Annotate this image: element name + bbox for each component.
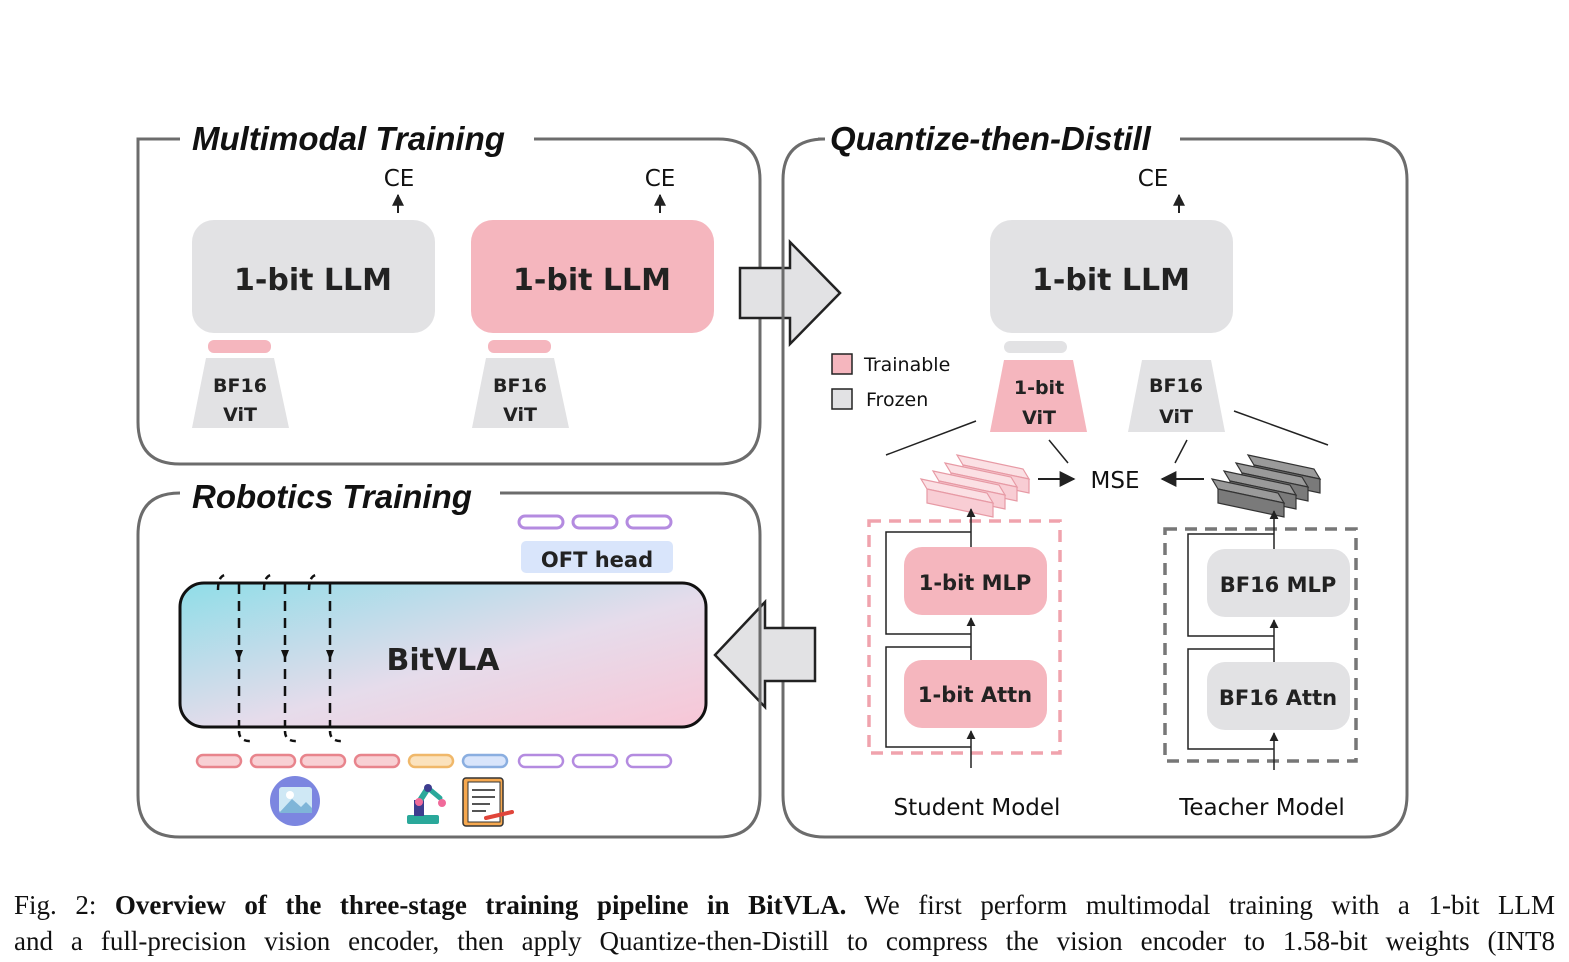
student-model-border — [867, 519, 1062, 755]
student-attn-box — [904, 660, 1047, 728]
distill-panel-border — [781, 137, 1409, 839]
action-placeholder-token — [625, 753, 673, 769]
action-token — [571, 514, 619, 530]
vit-precision-label: BF16 — [213, 375, 267, 397]
residual-connection — [885, 531, 971, 635]
legend-trainable-label: Trainable — [863, 354, 950, 376]
vit-encoder — [192, 358, 289, 428]
zoom-line — [1174, 439, 1188, 464]
student-feature-stack — [919, 454, 1031, 518]
teacher-model-border — [1163, 527, 1358, 763]
zoom-line — [1233, 410, 1329, 446]
projector-bar — [208, 340, 271, 353]
robotics-panel-title: Robotics Training — [192, 478, 472, 515]
llm-box — [471, 220, 714, 333]
image-token — [249, 753, 297, 769]
multimodal-panel-title: Multimodal Training — [192, 120, 505, 157]
robotics-panel-border — [136, 491, 762, 839]
teacher-attn-box — [1207, 662, 1350, 730]
image-icon — [270, 776, 320, 826]
multimodal-stage-b: CE 1-bit LLM BF16 ViT — [471, 166, 714, 428]
teacher-vit-label: ViT — [1159, 406, 1193, 428]
distill-panel-title: Quantize-then-Distill — [830, 120, 1152, 157]
residual-connection — [885, 646, 971, 748]
multimodal-training-panel: Multimodal Training CE 1-bit LLM BF16 Vi… — [136, 120, 762, 466]
caption-prefix: Fig. 2: — [14, 890, 115, 920]
projector-bar — [488, 340, 551, 353]
teacher-vit-encoder — [1128, 360, 1225, 432]
llm-label: 1-bit LLM — [1032, 263, 1190, 298]
stage-transition-arrow-right — [738, 238, 842, 348]
action-placeholder-token — [571, 753, 619, 769]
zoom-line — [1048, 439, 1069, 464]
bitvla-box — [178, 581, 708, 729]
llm-label: 1-bit LLM — [513, 263, 671, 298]
teacher-model: BF16 MLP BF16 Attn Teacher Model — [1163, 510, 1358, 821]
action-token — [625, 514, 673, 530]
vit-label: ViT — [503, 404, 537, 426]
teacher-attn-label: BF16 Attn — [1219, 686, 1337, 710]
stage-transition-arrow-left — [713, 598, 817, 711]
mse-label: MSE — [1091, 468, 1140, 494]
teacher-mlp-box — [1207, 549, 1350, 617]
student-mlp-box — [904, 547, 1047, 615]
ce-label: CE — [1138, 166, 1169, 192]
proprio-token — [407, 753, 455, 769]
image-token — [195, 753, 243, 769]
caption-bold: Overview of the three-stage training pip… — [114, 890, 847, 920]
teacher-vit-precision-label: BF16 — [1149, 375, 1203, 397]
training-pipeline-diagram: Multimodal Training CE 1-bit LLM BF16 Vi… — [136, 120, 1409, 839]
teacher-mlp-label: BF16 MLP — [1220, 573, 1337, 597]
multimodal-stage-a: CE 1-bit LLM BF16 ViT — [192, 166, 435, 428]
oft-head-label: OFT head — [541, 548, 653, 572]
student-vit-precision-label: 1-bit — [1014, 377, 1064, 399]
legend-frozen-label: Frozen — [866, 389, 928, 411]
residual-connection — [1187, 648, 1274, 750]
caption-line2: and a full-precision vision encoder, the… — [14, 926, 1555, 956]
vit-precision-label: BF16 — [493, 375, 547, 397]
ce-label: CE — [645, 166, 676, 192]
image-token — [299, 753, 347, 769]
image-token — [353, 753, 401, 769]
instruction-token — [461, 753, 509, 769]
vit-encoder — [472, 358, 569, 428]
multimodal-panel-border — [136, 137, 762, 466]
llm-box — [990, 220, 1233, 333]
instruction-document-icon — [462, 777, 514, 827]
legend-frozen-swatch — [831, 388, 853, 410]
robot-arm-icon — [407, 784, 446, 824]
residual-connection — [1187, 533, 1274, 637]
robotics-training-panel: Robotics Training OFT head BitVLA — [136, 478, 762, 839]
bitvla-label: BitVLA — [386, 643, 500, 678]
figure-caption: Fig. 2: Overview of the three-stage trai… — [14, 887, 1555, 959]
legend-trainable-swatch — [831, 353, 853, 375]
student-attn-label: 1-bit Attn — [918, 683, 1032, 707]
oft-head-box — [521, 541, 673, 573]
teacher-feature-stack — [1210, 454, 1322, 518]
vit-label: ViT — [223, 404, 257, 426]
distill-panel: Quantize-then-Distill CE 1-bit LLM Train… — [781, 120, 1409, 839]
student-model: 1-bit MLP 1-bit Attn Student Model — [867, 508, 1062, 821]
action-placeholder-token — [517, 753, 565, 769]
legend: Trainable Frozen — [831, 353, 950, 411]
projector-bar — [1004, 341, 1067, 353]
student-vit-label: ViT — [1022, 407, 1056, 429]
teacher-model-label: Teacher Model — [1178, 795, 1345, 821]
llm-label: 1-bit LLM — [234, 263, 392, 298]
ce-label: CE — [384, 166, 415, 192]
student-model-label: Student Model — [894, 795, 1061, 821]
caption-line1-rest: We first perform multimodal training wit… — [846, 890, 1555, 920]
llm-box — [192, 220, 435, 333]
student-vit-encoder — [990, 360, 1087, 432]
action-token — [517, 514, 565, 530]
dashed-token-flows — [216, 573, 344, 743]
zoom-line — [885, 420, 977, 456]
student-mlp-label: 1-bit MLP — [919, 571, 1032, 595]
